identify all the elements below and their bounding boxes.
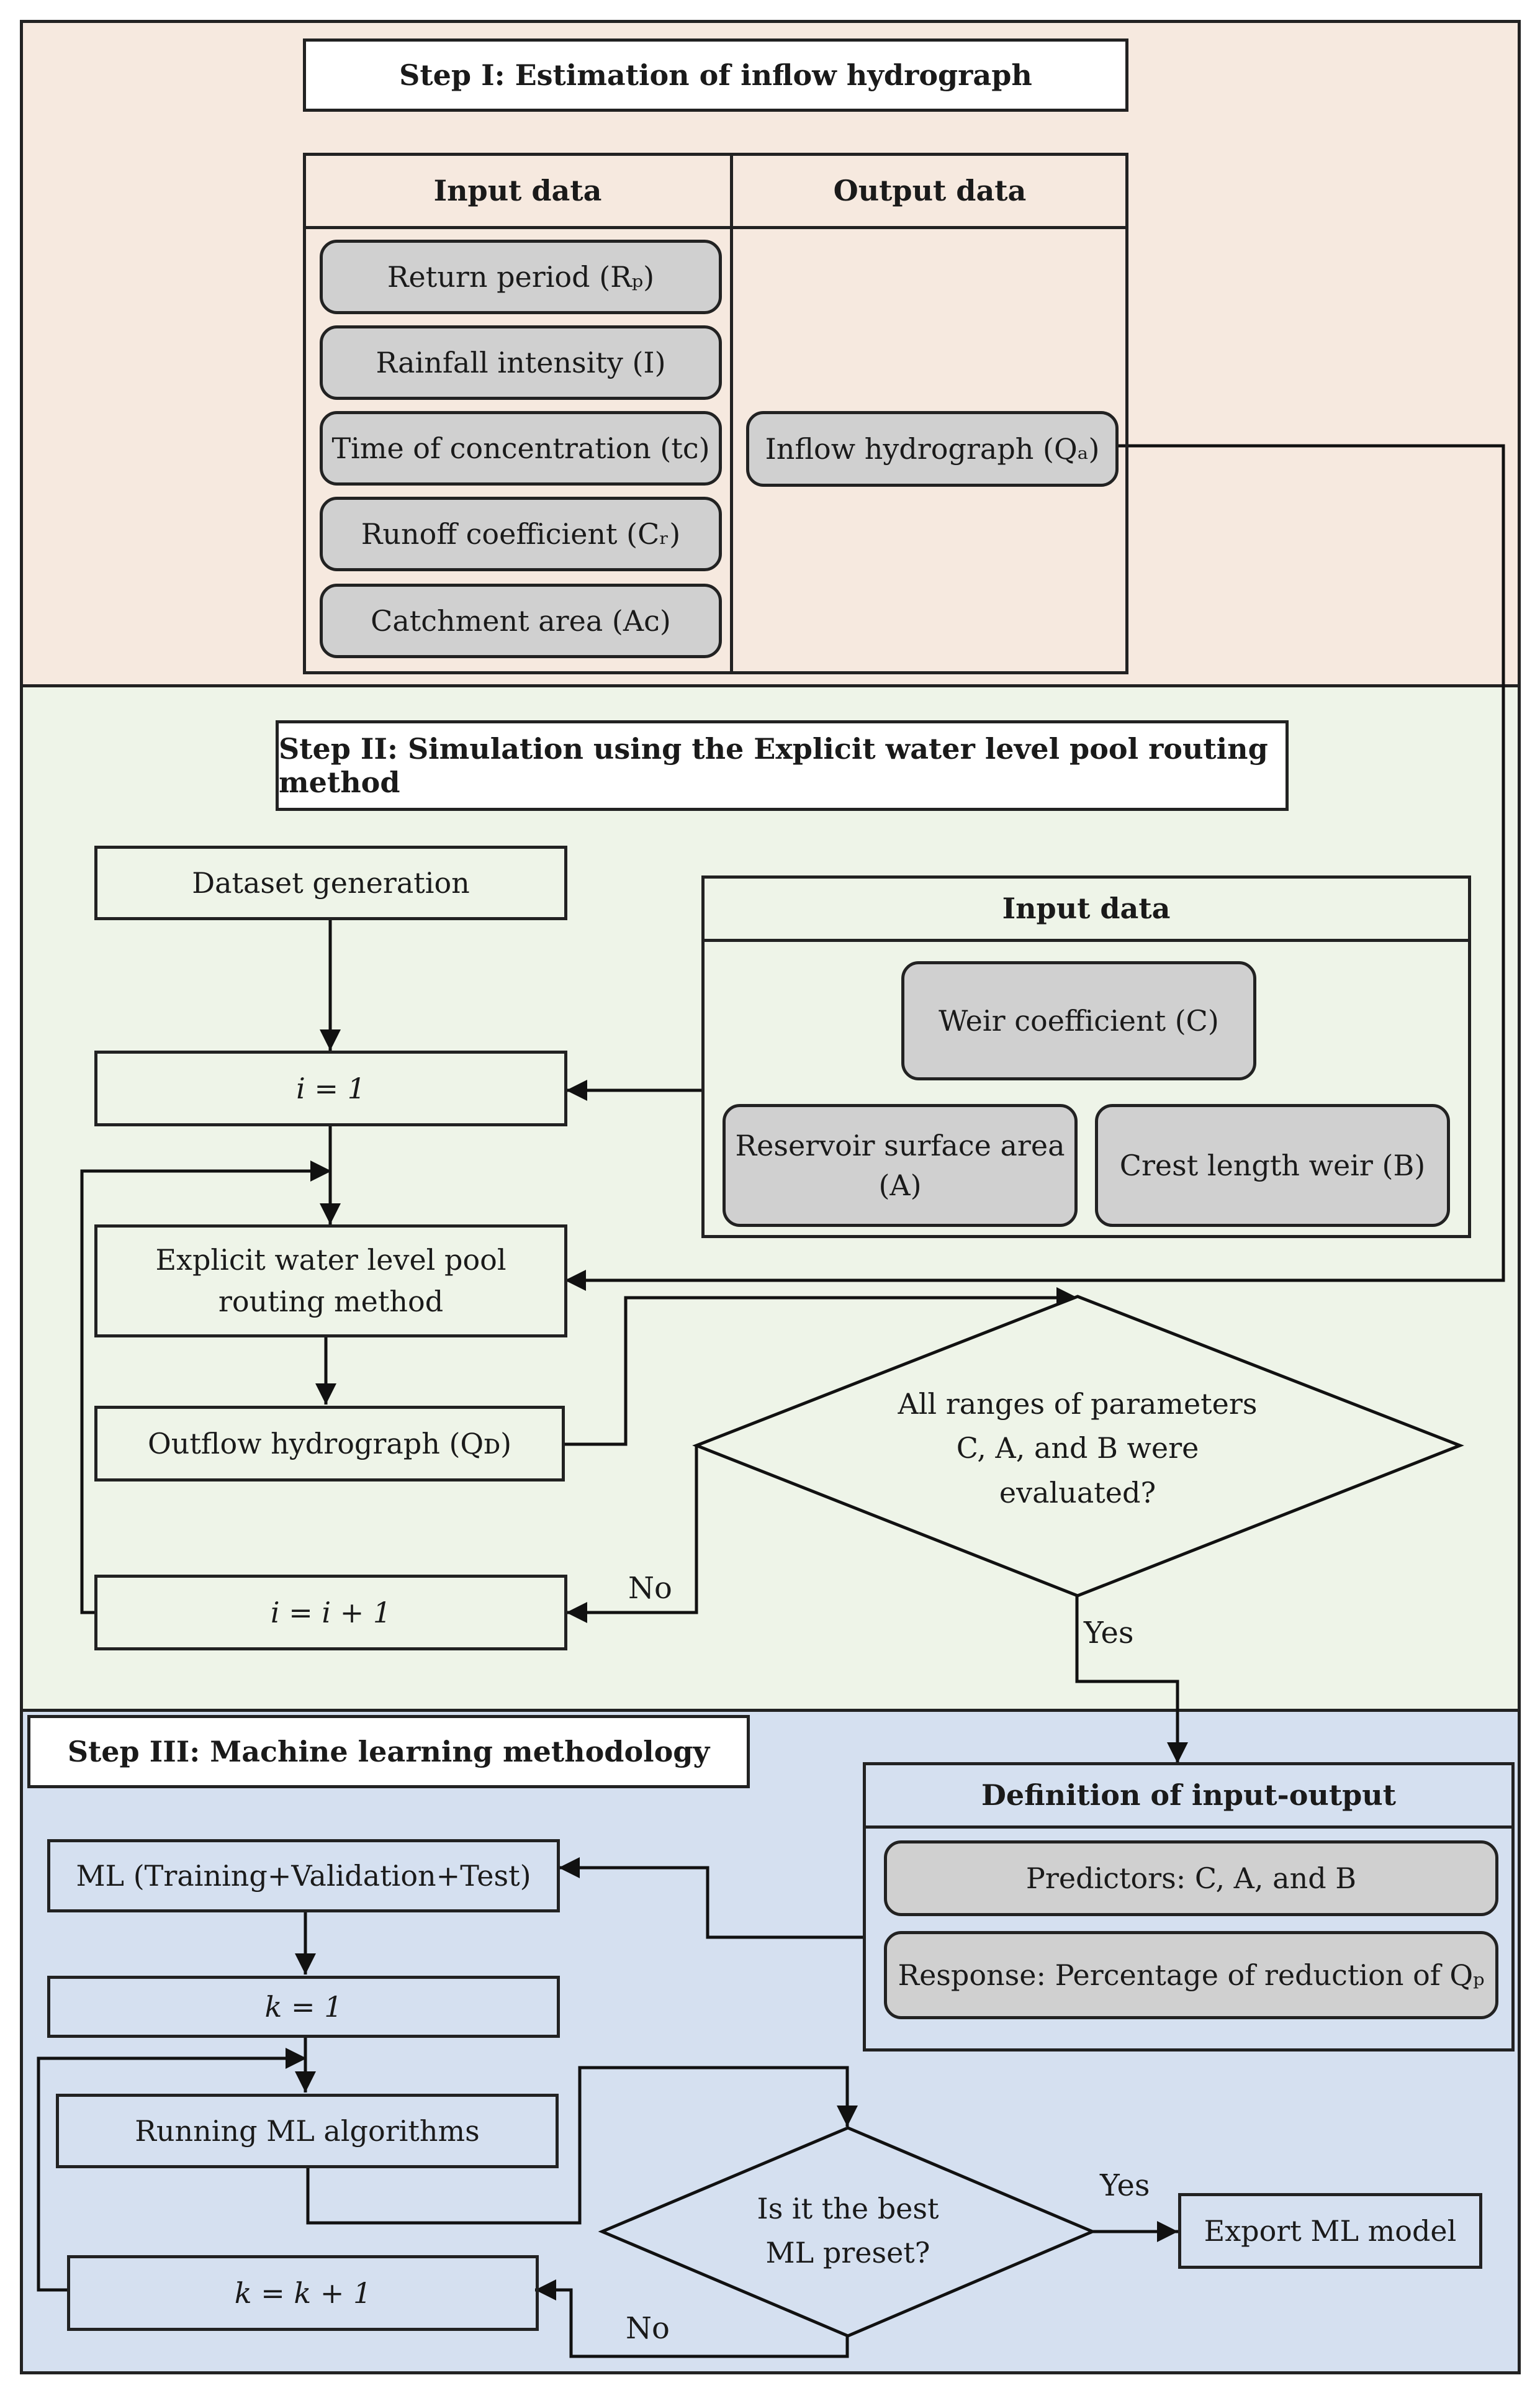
predictors-box: Predictors: C, A, and B	[884, 1840, 1498, 1916]
decision2-line2: ML preset?	[765, 2236, 930, 2270]
i-increment-box: i = i + 1	[94, 1575, 567, 1650]
return-period-input: Return period (Rₚ)	[320, 240, 722, 314]
decision2-line1: Is it the best	[757, 2192, 939, 2225]
step1-data-table	[303, 153, 1128, 674]
i-increment-loop-connector	[80, 1160, 331, 1614]
step2-title: Step II: Simulation using the Explicit w…	[276, 720, 1289, 811]
step2-input-header-rule	[701, 939, 1471, 942]
step1-table-divider	[730, 153, 733, 674]
surface-area-line2: (A)	[878, 1169, 922, 1202]
inflow-to-routing-connector	[565, 444, 1505, 1291]
routing-method-line2: routing method	[218, 1285, 444, 1318]
decision2-no-label: No	[626, 2311, 670, 2346]
step1-output-header: Output data	[833, 174, 1027, 207]
inflow-hydrograph-output: Inflow hydrograph (Qₐ)	[746, 411, 1119, 487]
step1-panel	[20, 20, 1521, 690]
runoff-coefficient-input: Runoff coefficient (Cᵣ)	[320, 497, 722, 571]
step2-input-panel	[701, 875, 1471, 1238]
decision-yes-label: Yes	[1084, 1616, 1134, 1650]
k-increment-box: k = k + 1	[67, 2255, 539, 2331]
definition-header-rule	[863, 1825, 1515, 1829]
running-ml-box: Running ML algorithms	[56, 2094, 559, 2168]
response-box: Response: Percentage of reduction of Qₚ	[884, 1931, 1498, 2019]
definition-header: Definition of input-output	[981, 1778, 1396, 1812]
dataset-generation-box: Dataset generation	[94, 846, 567, 920]
export-ml-model-box: Export ML model	[1178, 2193, 1482, 2269]
routing-method-box: Explicit water level pool routing method	[94, 1224, 567, 1337]
running-to-decision-connector	[306, 2066, 858, 2225]
decision-line1: All ranges of parameters	[898, 1387, 1258, 1421]
surface-area-line1: Reservoir surface area	[735, 1128, 1065, 1162]
routing-method-line1: Explicit water level pool	[155, 1243, 507, 1277]
decision-no-label: No	[628, 1571, 672, 1606]
reservoir-surface-area-input: Reservoir surface area (A)	[723, 1104, 1078, 1227]
step1-input-header: Input data	[433, 174, 602, 207]
step1-title: Step I: Estimation of inflow hydrograph	[303, 38, 1128, 112]
time-of-concentration-input: Time of concentration (tᴄ)	[320, 411, 722, 486]
rainfall-intensity-input: Rainfall intensity (I)	[320, 325, 722, 400]
decision2-yes-label: Yes	[1100, 2168, 1150, 2203]
best-preset-decision-diamond	[598, 2126, 1097, 2338]
step2-input-header: Input data	[1002, 892, 1171, 925]
decision-yes-connector	[1075, 1596, 1188, 1763]
crest-length-input: Crest length weir (B)	[1095, 1104, 1450, 1227]
definition-to-ml-connector	[559, 1857, 863, 1939]
ml-training-box: ML (Training+Validation+Test)	[47, 1839, 560, 1912]
decision2-no-connector	[535, 2279, 849, 2358]
k-increment-loop-connector	[37, 2048, 307, 2292]
decision-line2: C, A, and B were	[956, 1431, 1199, 1465]
k-init-box: k = 1	[47, 1976, 560, 2038]
step1-header-rule	[303, 226, 1128, 229]
decision-line3: evaluated?	[999, 1475, 1156, 1509]
definition-panel	[863, 1762, 1515, 2051]
best-preset-decision-text: Is it the best ML preset?	[724, 2187, 972, 2276]
i-init-box: i = 1	[94, 1051, 567, 1126]
parameters-decision-diamond	[692, 1295, 1464, 1598]
outflow-to-decision-connector	[565, 1287, 1078, 1446]
parameters-decision-text: All ranges of parameters C, A, and B wer…	[850, 1382, 1305, 1515]
decision-no-connector	[566, 1445, 698, 1623]
catchment-area-input: Catchment area (Aᴄ)	[320, 584, 722, 658]
step3-title: Step III: Machine learning methodology	[27, 1715, 750, 1788]
outflow-hydrograph-box: Outflow hydrograph (Qᴅ)	[94, 1406, 565, 1481]
weir-coefficient-input: Weir coefficient (C)	[901, 961, 1256, 1080]
